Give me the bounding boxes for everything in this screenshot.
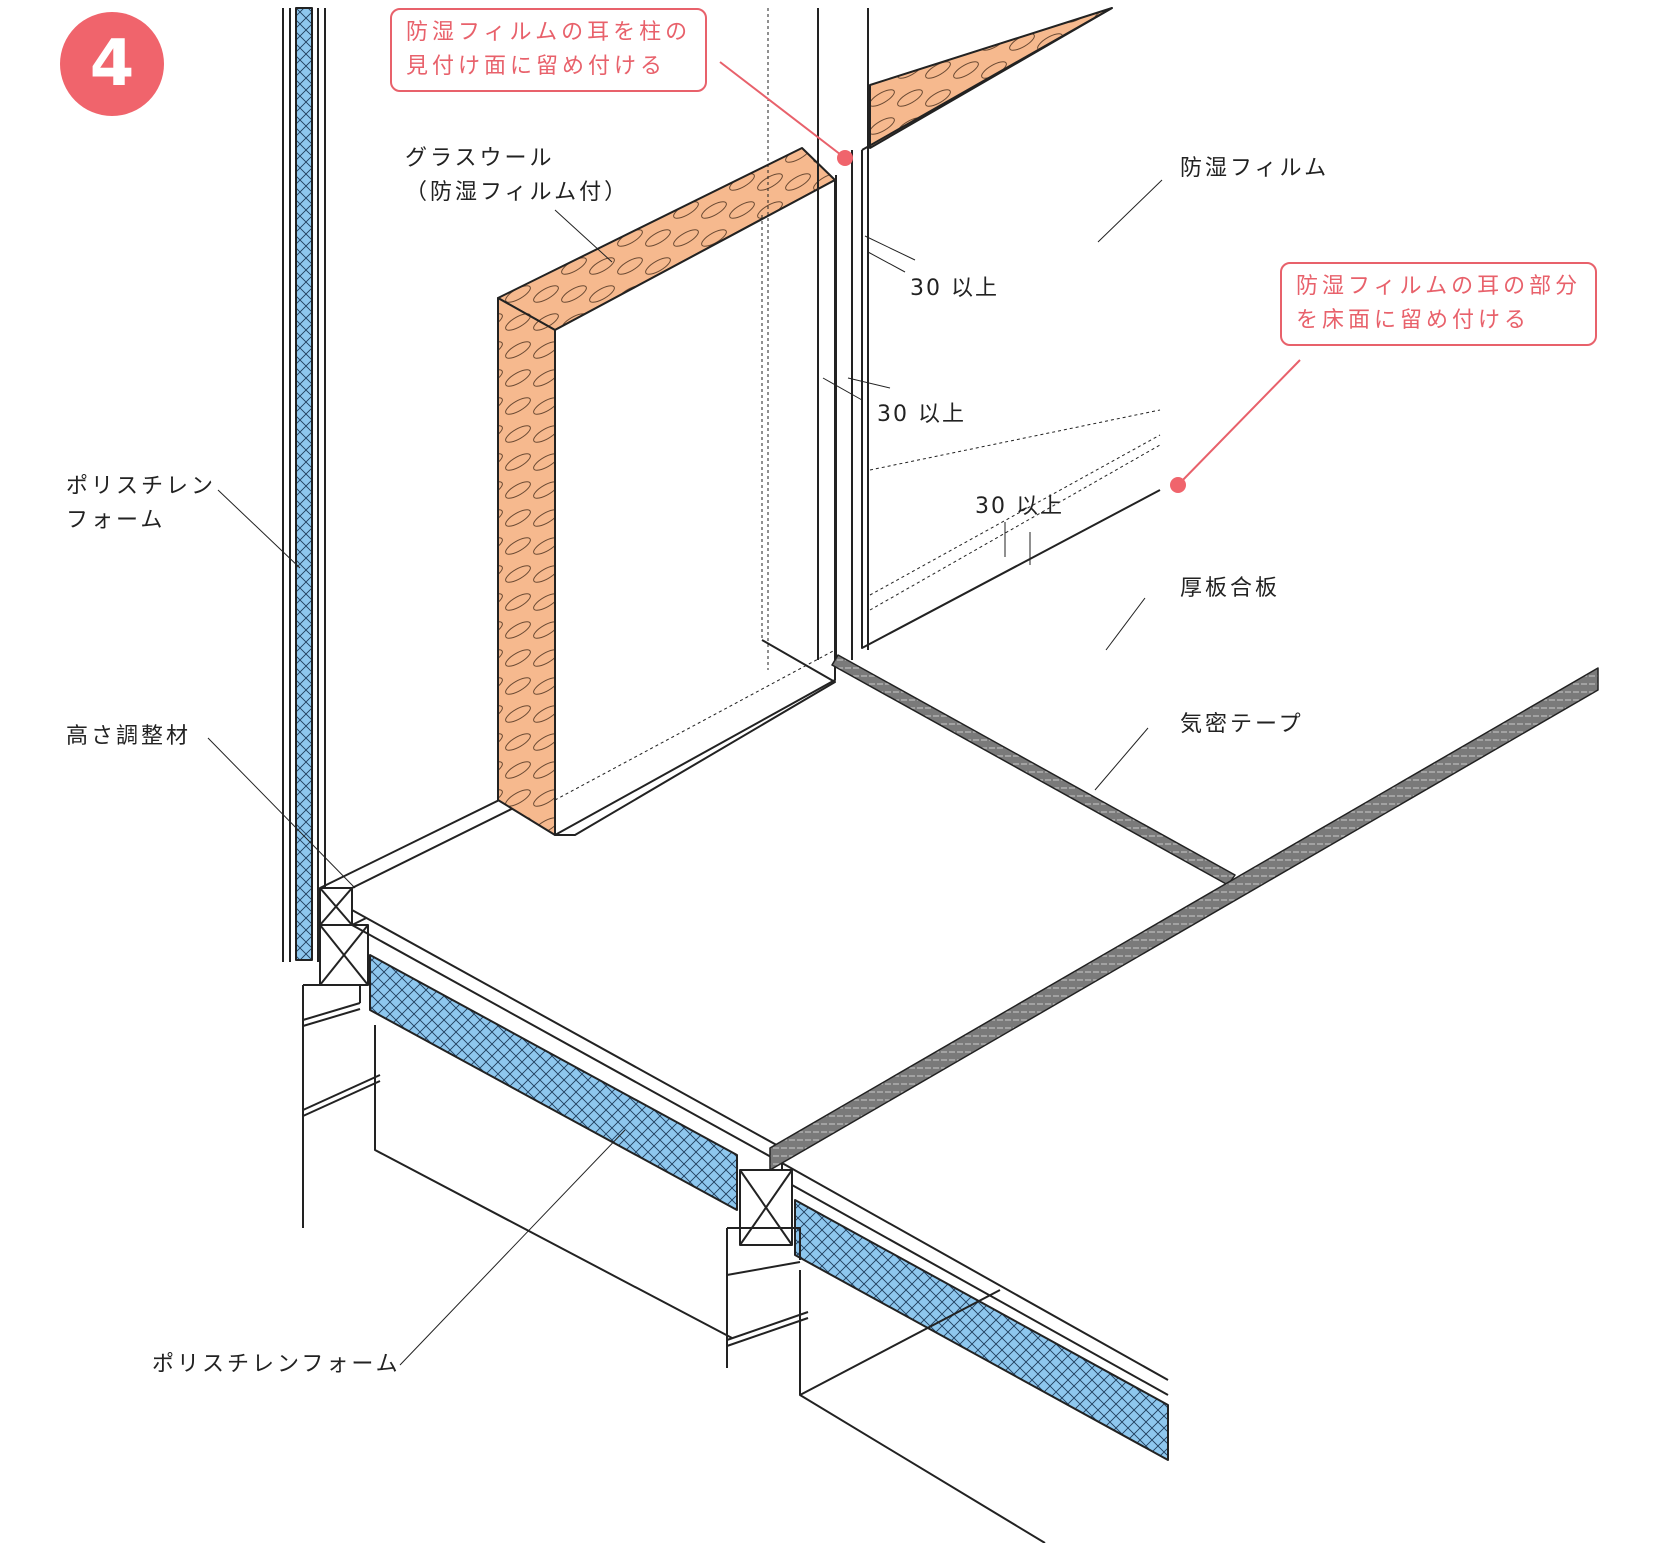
- pillar: [817, 8, 869, 660]
- callout-floor: 防湿フィルムの耳の部分 を床面に留め付ける: [1280, 262, 1598, 346]
- callout-pillar-line2: 見付け面に留め付ける: [406, 54, 667, 79]
- label-polystyrene-wall: ポリスチレン フォーム: [66, 470, 216, 538]
- dimension-1: 30 以上: [910, 276, 999, 301]
- callout-point-pillar: [837, 150, 853, 166]
- callout-point-floor: [1170, 477, 1186, 493]
- airtight-tape-long: [769, 667, 1599, 1171]
- leader-lines: [207, 179, 1163, 1366]
- step-number: 4: [89, 27, 135, 101]
- label-polystyrene-floor: ポリスチレンフォーム: [152, 1352, 401, 1377]
- callout-leaders: [719, 61, 1301, 486]
- floor-plywood: [351, 670, 1610, 1543]
- callout-pillar-line1: 防湿フィルムの耳を柱の: [406, 20, 692, 45]
- label-tape: 気密テープ: [1180, 712, 1304, 737]
- callout-floor-line2: を床面に留め付ける: [1296, 308, 1531, 333]
- dimension-3: 30 以上: [975, 494, 1064, 519]
- label-glasswool: グラスウール （防湿フィルム付）: [405, 142, 629, 210]
- label-adjuster: 高さ調整材: [66, 724, 192, 749]
- wall-foam-panel: [282, 7, 326, 962]
- label-film: 防湿フィルム: [1180, 156, 1330, 181]
- film-wall-right: [861, 7, 1161, 649]
- callout-floor-line1: 防湿フィルムの耳の部分: [1296, 274, 1582, 299]
- foundation-right: [726, 1227, 1046, 1543]
- label-plywood: 厚板合板: [1180, 576, 1281, 601]
- floor-foam-band-2: [794, 1199, 1169, 1461]
- foundation-left: [302, 984, 733, 1339]
- dimension-2: 30 以上: [877, 402, 966, 427]
- floor-foam-band-1: [369, 954, 793, 1246]
- label-polystyrene-wall-line2: フォーム: [66, 508, 166, 533]
- label-polystyrene-wall-line1: ポリスチレン: [66, 474, 217, 499]
- step-number-badge: 4: [60, 12, 164, 116]
- label-glasswool-line2: （防湿フィルム付）: [405, 180, 630, 205]
- callout-pillar: 防湿フィルムの耳を柱の 見付け面に留め付ける: [390, 8, 708, 92]
- label-glasswool-line1: グラスウール: [405, 146, 555, 171]
- glasswool-batt: [497, 8, 836, 836]
